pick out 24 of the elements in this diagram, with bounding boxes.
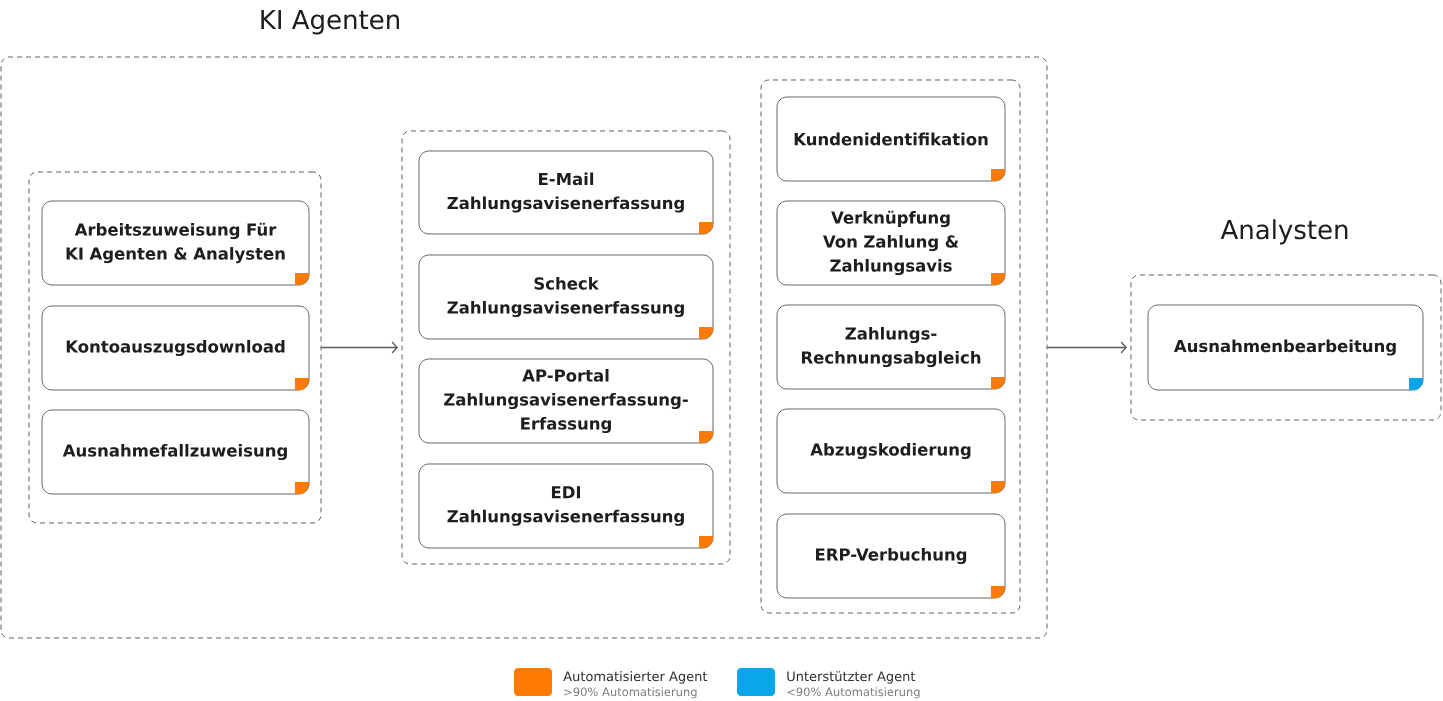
process-box: E-Mail Zahlungsavisenerfassung [418, 150, 714, 235]
process-box: Arbeitszuweisung Für KI Agenten & Analysten [41, 200, 310, 286]
dashed-group [28, 171, 322, 524]
process-box: Ausnahmenbearbeitung [1147, 304, 1424, 391]
dashed-group [760, 79, 1021, 614]
process-box: ERP-Verbuchung [776, 513, 1006, 599]
process-box: EDI Zahlungsavisenerfassung [418, 463, 714, 549]
group-title: Analysten [1220, 219, 1348, 245]
process-box: Verknüpfung Von Zahlung & Zahlungsavis [776, 200, 1006, 286]
process-box: Kontoauszugsdownload [41, 305, 310, 391]
process-box: Ausnahmefallzuweisung [41, 409, 310, 495]
process-box: Scheck Zahlungsavisenerfassung [418, 254, 714, 340]
arrow [320, 341, 398, 354]
group-title: KI Agenten [261, 10, 399, 35]
dashed-group [401, 130, 731, 565]
process-box: Zahlungs- Rechnungsabgleich [776, 304, 1006, 390]
process-box: AP-Portal Zahlungsavisenerfassung- Erfassung [418, 358, 714, 444]
process-box: Kundenidentifikation [776, 96, 1006, 182]
legend-label: Unterstützter Agent [787, 671, 916, 684]
arrow [1046, 341, 1127, 354]
legend-note: >90% Automatisierung [564, 687, 697, 699]
legend-label: Automatisierter Agent [563, 671, 708, 684]
process-box: Abzugskodierung [776, 408, 1006, 494]
legend-note: <90% Automatisierung [787, 687, 920, 699]
